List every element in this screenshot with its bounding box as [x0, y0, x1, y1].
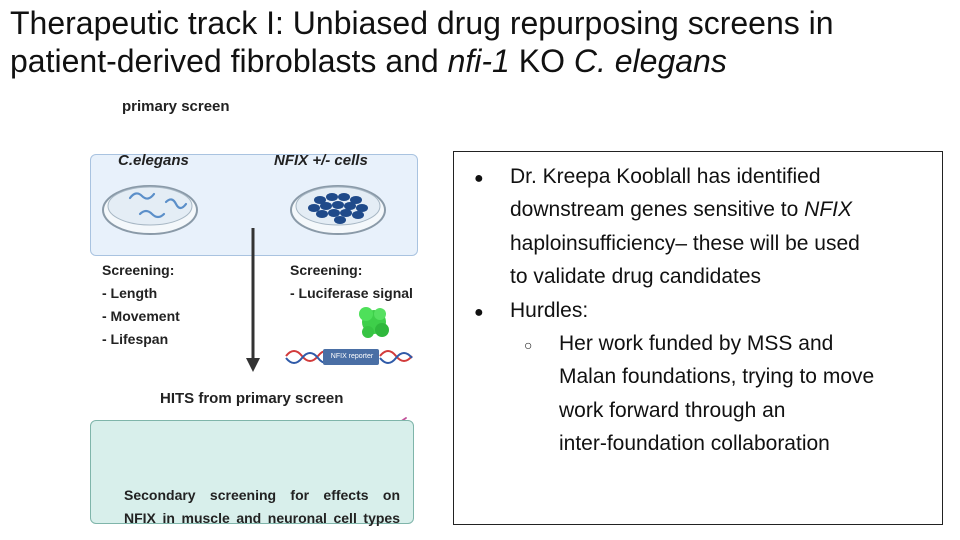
sub-bullet-item-1: ○ Her work funded by MSS and Malan found…: [454, 327, 942, 467]
c-elegans-screening-item: - Movement: [102, 308, 180, 324]
c-elegans-screening-header: Screening:: [102, 262, 175, 278]
bullet-dot-icon: ●: [474, 304, 484, 321]
sub-bullet-text: work forward through an: [559, 399, 786, 422]
bullet-item-2: ● Hurdles:: [454, 294, 942, 328]
c-elegans-screening-item: - Length: [102, 285, 158, 301]
secondary-screen-text: Secondary screening for effects on NFIX …: [124, 484, 400, 530]
luciferase-protein-icon: [359, 307, 389, 338]
slide-title: Therapeutic track I: Unbiased drug repur…: [10, 4, 950, 80]
nfix-cells-screening-item: - Luciferase signal: [290, 285, 413, 301]
c-elegans-title: C.elegans: [118, 152, 189, 169]
bullet-text: haploinsufficiency– these will be used: [510, 232, 860, 255]
notes-panel: ● Dr. Kreepa Kooblall has identified dow…: [453, 151, 943, 525]
sub-bullet-text: inter-foundation collaboration: [559, 432, 830, 455]
c-elegans-petri-dish-icon: [102, 185, 198, 235]
bullet-text: Hurdles:: [510, 299, 589, 322]
hits-label: HITS from primary screen: [160, 390, 344, 407]
title-line-2: patient-derived fibroblasts and nfi-1 KO…: [10, 42, 950, 80]
title-line-1: Therapeutic track I: Unbiased drug repur…: [10, 5, 834, 41]
c-elegans-screening-item: - Lifespan: [102, 331, 169, 347]
gene-name-nfix: NFIX: [804, 198, 852, 221]
bullet-dot-icon: ●: [474, 170, 484, 187]
bullet-text: to validate drug candidates: [510, 265, 762, 288]
nfix-cells-title: NFIX +/- cells: [274, 152, 368, 169]
sub-bullet-text: Malan foundations, trying to move: [559, 365, 875, 388]
nfix-cells-petri-dish-icon: [290, 185, 386, 235]
nfix-reporter-dna-icon: [285, 349, 413, 365]
title-text: KO: [509, 43, 574, 79]
bullet-item-1: ● Dr. Kreepa Kooblall has identified dow…: [454, 160, 942, 300]
organism-name: C. elegans: [573, 43, 727, 79]
down-arrow-icon: [246, 228, 260, 372]
nfix-cells-screening-header: Screening:: [290, 262, 363, 278]
bullet-text-part: downstream genes sensitive to: [510, 198, 805, 221]
secondary-screen-box: [90, 420, 414, 524]
secondary-screen-line: NFIX in muscle and neuronal cell types: [124, 510, 400, 526]
primary-screen-label: primary screen: [122, 98, 230, 115]
screening-diagram: primary screen C.elegans NFIX +/- cells: [84, 92, 424, 532]
bullet-text: downstream genes sensitive to NFIX: [510, 193, 852, 227]
sub-bullet-text: Her work funded by MSS and: [559, 332, 834, 355]
secondary-screen-line: Secondary screening for effects on: [124, 487, 400, 503]
gene-name-nfi-1: nfi-1: [447, 43, 510, 79]
bullet-text: Dr. Kreepa Kooblall has identified: [510, 165, 821, 188]
sub-bullet-circle-icon: ○: [524, 337, 533, 353]
nfix-reporter-label: NFIX reporter: [330, 353, 374, 360]
title-text: patient-derived fibroblasts and: [10, 43, 448, 79]
